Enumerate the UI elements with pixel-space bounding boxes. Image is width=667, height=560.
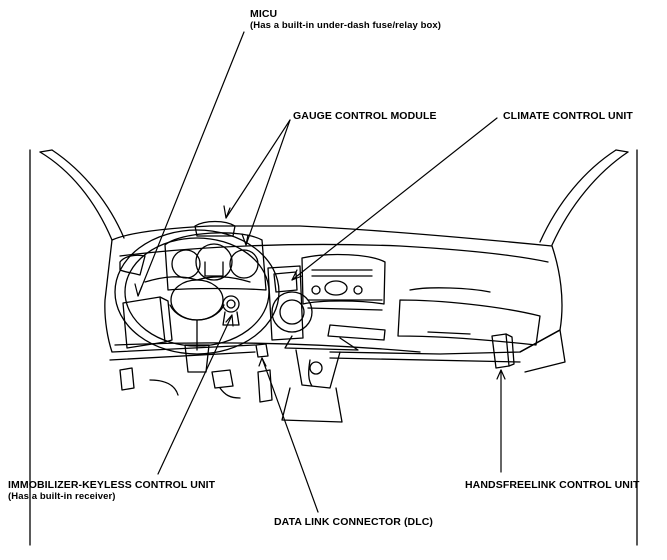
leader-lines (134, 31, 506, 513)
climate-control-unit-label: CLIMATE CONTROL UNIT (503, 110, 633, 122)
immobilizer-keyless-note: (Has a built-in receiver) (8, 491, 116, 502)
ignition-switch-drawing (222, 295, 240, 326)
micu-title: MICU (250, 8, 278, 20)
dashboard-body (104, 225, 566, 373)
data-link-connector-label: DATA LINK CONNECTOR (DLC) (274, 516, 434, 528)
dlc-connector-drawing (255, 343, 269, 358)
immobilizer-keyless-control-unit-label: IMMOBILIZER-KEYLESS CONTROL UNIT (Has a … (8, 479, 215, 503)
pedals-drawing (119, 367, 273, 403)
center-console-drawing (267, 253, 386, 423)
glove-box-drawing (397, 287, 541, 346)
handsfreelink-control-unit-label: HANDSFREELINK CONTROL UNIT (465, 479, 640, 491)
micu-note: (Has a built-in under-dash fuse/relay bo… (250, 20, 442, 31)
immobilizer-keyless-title: IMMOBILIZER-KEYLESS CONTROL UNIT (8, 479, 216, 491)
windshield-frame (29, 149, 638, 546)
gauge-control-module-label: GAUGE CONTROL MODULE (293, 110, 437, 122)
handsfreelink-unit-drawing (491, 333, 515, 369)
micu-label: MICU (Has a built-in under-dash fuse/rel… (250, 8, 441, 32)
micu-box-drawing (122, 296, 173, 349)
